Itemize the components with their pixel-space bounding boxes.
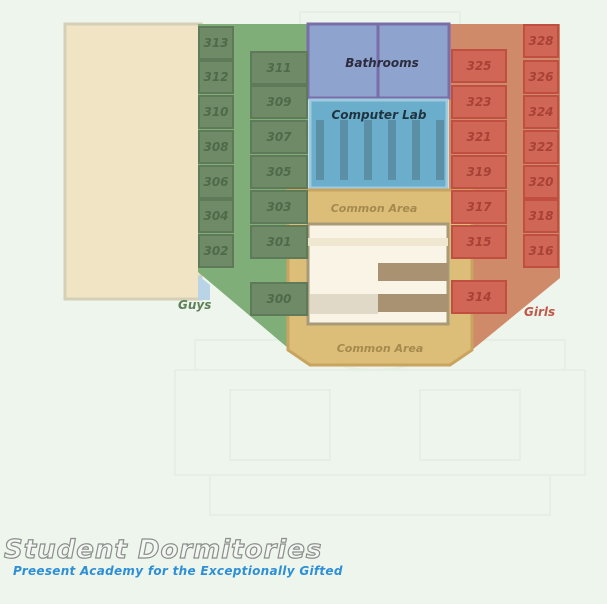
room-number-317: 317 bbox=[466, 200, 492, 214]
room-number-323: 323 bbox=[466, 95, 491, 109]
room-number-300: 300 bbox=[266, 292, 291, 306]
room-325 bbox=[451, 49, 507, 83]
room-number-309: 309 bbox=[266, 95, 291, 109]
computer-lab-label: Computer Lab bbox=[332, 108, 427, 122]
guys-window-strip bbox=[198, 275, 210, 300]
room-313 bbox=[198, 26, 234, 60]
room-309 bbox=[250, 85, 308, 119]
room-number-306: 306 bbox=[203, 175, 228, 189]
room-307 bbox=[250, 120, 308, 154]
room-number-301: 301 bbox=[266, 235, 291, 249]
room-number-316: 316 bbox=[528, 244, 553, 258]
computer-lab-area bbox=[308, 98, 449, 190]
room-322 bbox=[523, 130, 559, 164]
room-317 bbox=[451, 190, 507, 224]
common-area-top-label: Common Area bbox=[331, 202, 418, 215]
bathrooms-area bbox=[306, 22, 451, 100]
room-306 bbox=[198, 165, 234, 199]
guys-label: Guys bbox=[178, 298, 211, 312]
room-300 bbox=[250, 282, 308, 316]
room-number-326: 326 bbox=[528, 70, 553, 84]
room-number-307: 307 bbox=[266, 130, 292, 144]
girls-label: Girls bbox=[524, 305, 555, 319]
room-304 bbox=[198, 199, 234, 233]
room-318 bbox=[523, 199, 559, 233]
room-328 bbox=[523, 24, 559, 58]
room-number-314: 314 bbox=[466, 290, 491, 304]
room-301 bbox=[250, 225, 308, 259]
room-number-304: 304 bbox=[203, 209, 228, 223]
room-number-310: 310 bbox=[203, 105, 228, 119]
room-302 bbox=[198, 234, 234, 268]
room-number-312: 312 bbox=[203, 70, 228, 84]
room-number-318: 318 bbox=[528, 209, 553, 223]
room-number-325: 325 bbox=[466, 59, 491, 73]
room-315 bbox=[451, 225, 507, 259]
room-number-319: 319 bbox=[466, 165, 491, 179]
room-number-313: 313 bbox=[203, 36, 228, 50]
room-number-320: 320 bbox=[528, 175, 553, 189]
bathrooms-label: Bathrooms bbox=[345, 56, 419, 70]
room-314 bbox=[451, 280, 507, 314]
page-title: Student Dormitories bbox=[3, 534, 323, 565]
room-323 bbox=[451, 85, 507, 119]
room-312 bbox=[198, 60, 234, 94]
room-number-324: 324 bbox=[528, 105, 553, 119]
room-319 bbox=[451, 155, 507, 189]
room-324 bbox=[523, 95, 559, 129]
common-area bbox=[286, 188, 474, 367]
room-316 bbox=[523, 234, 559, 268]
room-310 bbox=[198, 95, 234, 129]
room-320 bbox=[523, 165, 559, 199]
room-311 bbox=[250, 51, 308, 85]
room-number-328: 328 bbox=[528, 34, 553, 48]
cream-annex bbox=[63, 22, 203, 301]
room-326 bbox=[523, 60, 559, 94]
room-number-322: 322 bbox=[528, 140, 553, 154]
room-number-315: 315 bbox=[466, 235, 491, 249]
common-area-bottom-label: Common Area bbox=[337, 342, 424, 355]
room-303 bbox=[250, 190, 308, 224]
room-308 bbox=[198, 130, 234, 164]
room-number-302: 302 bbox=[203, 244, 228, 258]
room-305 bbox=[250, 155, 308, 189]
page-subtitle: Preesent Academy for the Exceptionally G… bbox=[13, 564, 343, 578]
room-321 bbox=[451, 120, 507, 154]
room-number-303: 303 bbox=[266, 200, 291, 214]
room-number-321: 321 bbox=[466, 130, 491, 144]
room-number-311: 311 bbox=[266, 61, 291, 75]
room-number-308: 308 bbox=[203, 140, 228, 154]
room-number-305: 305 bbox=[266, 165, 291, 179]
room-blocks: 313 312 310 308 306 304 302 311 309 307 305 303 301 3… bbox=[198, 24, 559, 316]
